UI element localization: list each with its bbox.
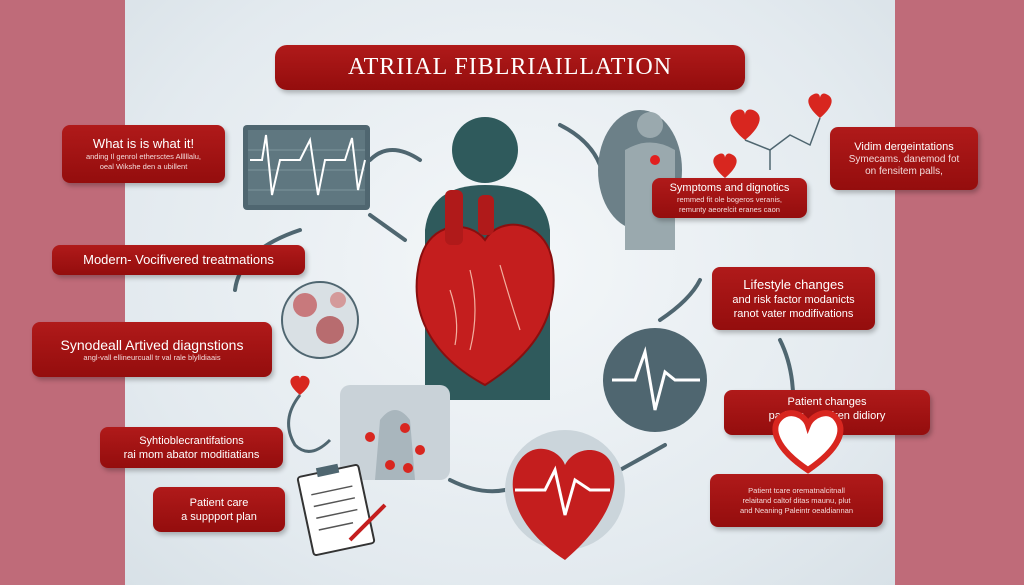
box-line: Patient tcare orematnalcitnall	[748, 485, 845, 495]
stethoscope-icon	[287, 394, 332, 453]
info-box-treatments: Modern- Vocifivered treatmations	[52, 245, 305, 275]
box-line: ranot vater modifivations	[733, 307, 854, 320]
box-line: remunty aeorelcit eranes caon	[679, 205, 780, 214]
box-title: Syhtioblecrantifations	[139, 434, 244, 447]
box-title: Symptoms and dignotics	[669, 182, 790, 194]
box-line: oeal Wikshe den a ubillent	[99, 162, 188, 171]
person-with-heart-icon	[415, 117, 555, 400]
box-line: relaitand caltof ditas maunu, plut	[742, 495, 851, 505]
box-line: on fensitem palls,	[865, 165, 943, 177]
info-box-diagnostics: Synodeall Artived diagnstions angl-vall …	[32, 322, 272, 377]
info-box-patient-care-details: Patient tcare orematnalcitnall relaitand…	[710, 474, 883, 527]
title-banner: ATRIIAL FIBLRIAILLATION	[275, 45, 745, 90]
box-title: What is is what it!	[92, 136, 195, 151]
box-line: and risk factor modanicts	[732, 293, 855, 306]
ecg-monitor-icon	[243, 125, 370, 210]
box-line: padiets aulren didiory	[768, 410, 886, 422]
body-with-hearts-icon	[340, 385, 450, 480]
box-title: Patient changes	[787, 396, 867, 408]
box-line: Symecams. danemod fot	[848, 153, 960, 165]
box-title: Patient care	[189, 496, 249, 509]
box-title: Vidim dergeintations	[854, 140, 954, 153]
box-line: anding Il genrol ethersctes Alllllalu,	[85, 152, 202, 161]
info-box-lifestyle: Lifestyle changes and risk factor modani…	[712, 267, 875, 330]
info-box-what-is: What is is what it! anding Il genrol eth…	[62, 125, 225, 183]
info-box-modifications: Syhtioblecrantifations rai mom abator mo…	[100, 427, 283, 468]
box-line: angl-vall ellineurcuall tr val rale blyl…	[83, 352, 221, 362]
ecg-circle-icon	[603, 328, 707, 432]
box-line: and Neaning Paleintr oealdiannan	[739, 505, 853, 515]
info-box-symptoms: Symptoms and dignotics remmed fit ole bo…	[652, 178, 807, 218]
box-line: rai mom abator moditiatians	[123, 448, 260, 461]
box-title: Modern- Vocifivered treatmations	[83, 252, 274, 267]
heart-ecg-icon	[505, 430, 625, 560]
right-side-band	[895, 0, 1024, 585]
cells-microscope-icon	[281, 281, 359, 359]
box-title: Lifestyle changes	[743, 276, 844, 292]
info-box-degenerations: Vidim dergeintations Symecams. danemod f…	[830, 127, 978, 190]
info-box-patient-care: Patient care a suppport plan	[153, 487, 285, 532]
left-side-band	[0, 0, 125, 585]
box-title: Synodeall Artived diagnstions	[60, 336, 244, 353]
clipboard-icon	[296, 463, 387, 557]
info-box-patient-changes: Patient changes padiets aulren didiory	[724, 390, 930, 435]
title-text: ATRIIAL FIBLRIAILLATION	[347, 54, 673, 80]
box-line: a suppport plan	[181, 510, 257, 523]
box-line: remmed fit ole bogeros veranis,	[676, 195, 783, 204]
